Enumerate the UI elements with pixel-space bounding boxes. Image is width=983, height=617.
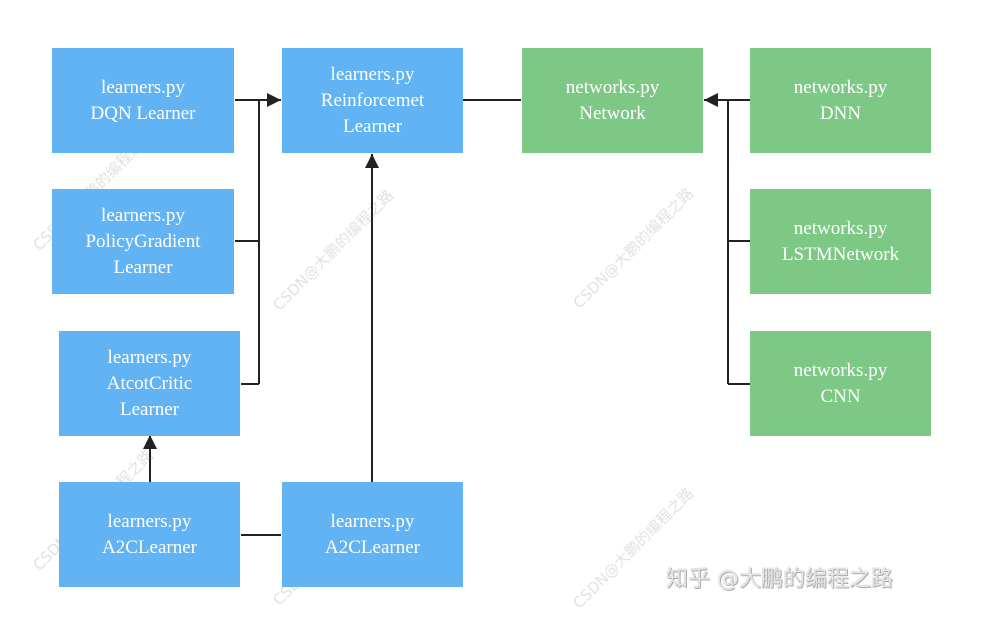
node-label: A2CLearner [325,536,420,558]
node-a2c-learner-mid: learners.py A2CLearner [282,482,463,587]
node-label: A2CLearner [102,536,197,558]
node-label: networks.py [793,76,888,98]
node-lstm-network: networks.py LSTMNetwork [750,189,931,294]
node-label: DNN [819,102,862,124]
node-cnn: networks.py CNN [750,331,931,436]
node-label: learners.py [107,510,192,532]
node-label: LSTMNetwork [781,243,900,265]
node-label: learners.py [330,510,415,532]
node-dqn-learner: learners.py DQN Learner [52,48,234,153]
node-label: learners.py [101,204,185,226]
node-label: learners.py [330,63,415,85]
node-label: AtcotCritic [106,372,193,394]
node-label: learners.py [101,76,185,98]
node-reinforcement-learner: learners.py Reinforcemet Learner [282,48,463,153]
node-label: Learner [119,398,180,420]
node-label: networks.py [793,217,888,239]
node-label: PolicyGradient [85,230,201,252]
node-dnn: networks.py DNN [750,48,931,153]
node-label: Learner [113,256,173,278]
node-network: networks.py Network [522,48,703,153]
node-label: Network [579,102,646,124]
source-credit: 知乎 @大鹏的编程之路 [666,567,893,592]
node-actor-critic-learner: learners.py AtcotCritic Learner [59,331,240,436]
node-policy-gradient-learner: learners.py PolicyGradient Learner [52,189,234,294]
node-label: learners.py [107,346,192,368]
node-label: Reinforcemet [320,89,425,111]
node-label: networks.py [793,359,888,381]
node-label: CNN [820,385,861,407]
node-label: DQN Learner [90,102,196,124]
node-a2c-learner-left: learners.py A2CLearner [59,482,240,587]
node-label: networks.py [565,76,660,98]
node-label: Learner [342,115,403,137]
